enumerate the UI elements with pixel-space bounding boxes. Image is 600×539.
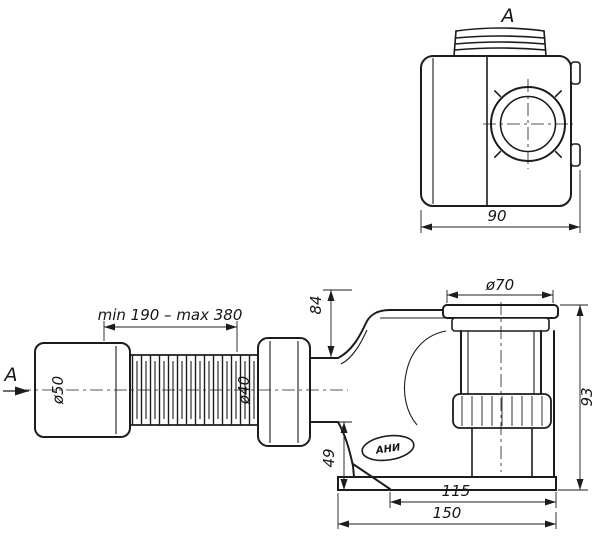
side-view: АНИ A min 190 – max 380 ø50 ø40 ø70 [3,276,596,529]
dim-height-84: 84 [307,289,352,359]
dim-width-150-text: 150 [433,504,462,522]
dim-height-49-text: 49 [320,448,338,467]
dim-top-width: 90 [420,170,581,233]
drain-cup [460,330,542,395]
top-view-label: A [500,5,515,27]
section-arrow-label: A [3,364,18,386]
dim-top-width-text: 90 [487,207,506,225]
dim-inlet-diameter-text: ø50 [49,376,67,405]
threaded-cap [453,27,547,57]
section-arrow: A [3,364,29,396]
dim-flange-diameter-text: ø70 [485,276,514,294]
brand-logo: АНИ [361,434,415,462]
dim-flex-length: min 190 – max 380 [98,306,243,352]
dim-width-115: 115 [389,482,557,508]
top-flange [442,304,559,332]
dim-height-49: 49 [320,421,352,490]
top-view: A [420,5,581,233]
dim-nut-diameter-text: ø40 [235,376,253,405]
mounting-tabs [570,61,581,167]
dim-height-84-text: 84 [307,295,325,314]
dim-flange-diameter: ø70 [446,276,554,303]
lock-nut [452,393,552,478]
brand-logo-text: АНИ [374,442,401,457]
dim-flex-length-text: min 190 – max 380 [98,306,243,324]
dim-width-115-text: 115 [442,482,471,500]
outlet-port [483,79,573,169]
dim-height-93-text: 93 [578,387,596,406]
union-nut [257,337,311,447]
internal-weir [403,330,447,426]
dim-height-93: 93 [558,304,596,491]
base-plate [337,476,557,491]
dim-width-150: 150 [337,493,557,529]
